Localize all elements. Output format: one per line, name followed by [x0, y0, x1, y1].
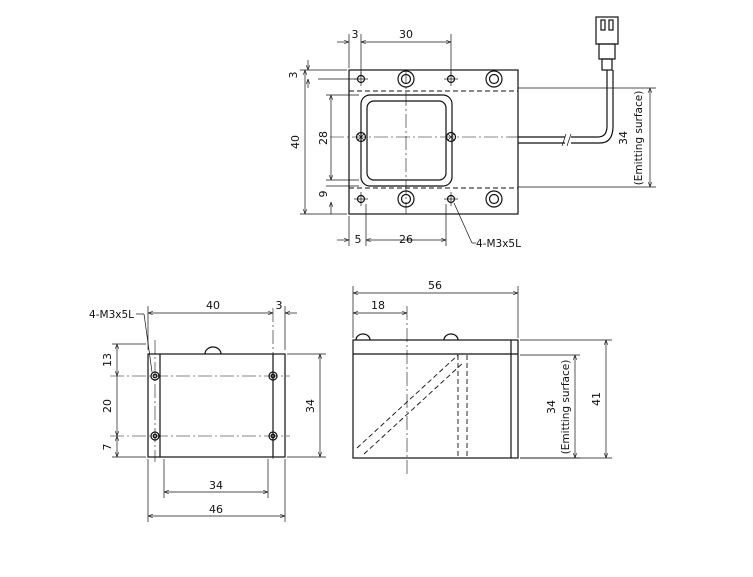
mount-hole — [397, 70, 415, 88]
dim-40-front: 40 — [206, 299, 220, 312]
tapped-hole — [150, 431, 160, 441]
dim-3-top: 3 — [352, 28, 359, 41]
tapped-hole — [268, 431, 278, 441]
dim-26: 26 — [399, 233, 413, 246]
dim-56: 56 — [428, 279, 442, 292]
emit-label-side: (Emitting surface) — [560, 360, 572, 455]
dim-9: 9 — [317, 191, 330, 198]
top-nub — [355, 333, 371, 341]
screw — [445, 131, 457, 143]
dim-7: 7 — [101, 444, 114, 451]
top-nub — [204, 346, 222, 355]
dim-28: 28 — [317, 131, 330, 145]
side-view-body — [352, 339, 519, 459]
emitting-window — [360, 94, 453, 187]
callout-top: 4-M3x5L — [476, 238, 521, 250]
emit-label-top: (Emitting surface) — [633, 91, 645, 186]
dim-34-front-bottom: 34 — [209, 479, 223, 492]
tapped-hole — [150, 371, 160, 381]
top-nub — [443, 333, 459, 341]
callout-front: 4-M3x5L — [89, 309, 134, 321]
mount-hole — [397, 190, 415, 208]
dim-34-emit-side: 34 — [545, 400, 558, 414]
screw — [355, 131, 367, 143]
dim-5: 5 — [355, 233, 362, 246]
top-view-body — [348, 69, 519, 215]
dim-18: 18 — [371, 299, 385, 312]
front-view-body — [147, 353, 286, 458]
mount-hole — [485, 190, 503, 208]
dim-41: 41 — [590, 392, 603, 406]
dim-30: 30 — [399, 28, 413, 41]
dim-34-front-right: 34 — [304, 399, 317, 413]
cable — [518, 70, 614, 147]
dim-3-left: 3 — [287, 72, 300, 79]
connector — [595, 16, 619, 71]
dim-20: 20 — [101, 399, 114, 413]
side-view: 56 18 34 (Emitting surface) 41 — [352, 279, 612, 474]
tapped-hole — [444, 192, 458, 206]
top-view: 3 30 3 40 28 9 5 26 4-M3x5L — [287, 16, 656, 250]
dim-34-emit-top: 34 — [617, 131, 630, 145]
tapped-hole — [268, 371, 278, 381]
dim-3-front: 3 — [276, 299, 283, 312]
dim-40: 40 — [289, 135, 302, 149]
dim-46: 46 — [209, 503, 223, 516]
tapped-hole — [354, 192, 368, 206]
front-view: 40 3 4-M3x5L 13 20 7 34 34 46 — [89, 299, 326, 522]
mount-hole — [485, 70, 503, 88]
dim-13: 13 — [101, 353, 114, 367]
